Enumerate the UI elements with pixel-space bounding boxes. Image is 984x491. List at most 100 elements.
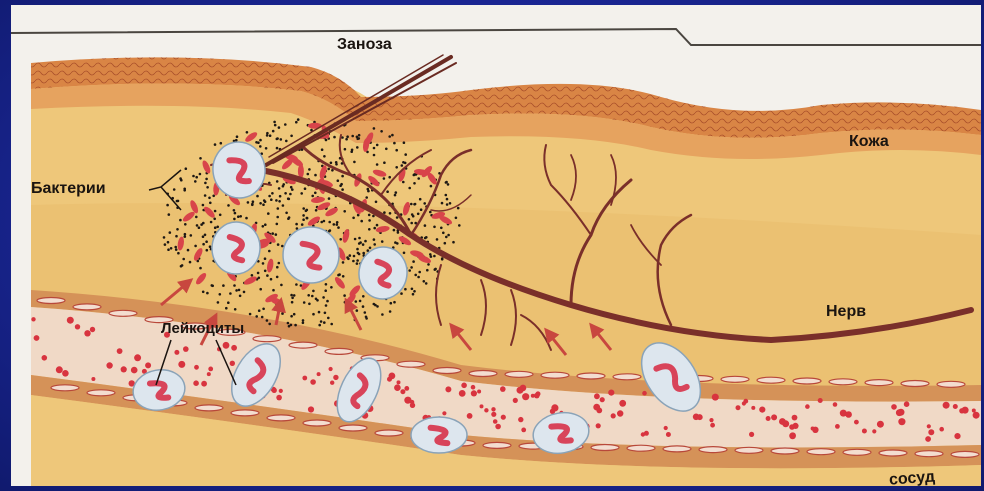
- red-blood-cell: [608, 390, 614, 396]
- bacterium-dot: [199, 173, 202, 176]
- bacterium-dot: [418, 271, 421, 274]
- red-blood-cell: [106, 362, 112, 368]
- red-blood-cell: [891, 404, 897, 410]
- red-blood-cell: [501, 415, 506, 420]
- red-blood-cell: [117, 348, 123, 354]
- red-blood-cell: [513, 398, 518, 403]
- bacterium-dot: [343, 210, 346, 213]
- bacterium-dot: [208, 197, 211, 200]
- bacterium-dot: [328, 221, 331, 224]
- bacterium-dot: [204, 182, 207, 185]
- bacterium-dot: [199, 157, 202, 160]
- bacterium-dot: [412, 215, 415, 218]
- vessel-wall-cell: [51, 385, 79, 391]
- bacterium-dot: [323, 321, 326, 324]
- bacterium-dot: [176, 200, 179, 203]
- bacterium-dot: [291, 301, 294, 304]
- red-blood-cell: [272, 388, 277, 393]
- red-blood-cell: [818, 398, 823, 403]
- red-blood-cell: [712, 394, 719, 401]
- bacterium-dot: [356, 309, 359, 312]
- red-blood-cell: [500, 386, 506, 392]
- bacterium-dot: [414, 274, 417, 277]
- bacterium-dot: [417, 213, 420, 216]
- vessel-wall-cell: [757, 377, 785, 383]
- bacterium-dot: [316, 299, 319, 302]
- bacterium-dot: [276, 276, 279, 279]
- bacterium-dot: [355, 300, 358, 303]
- bacterium-dot: [168, 213, 171, 216]
- bacterium-dot: [441, 202, 444, 205]
- bacterium-dot: [356, 259, 359, 262]
- bacterium-dot: [266, 132, 269, 135]
- bacterium-dot: [239, 295, 242, 298]
- bacterium-dot: [327, 317, 330, 320]
- bacterium-dot: [337, 226, 340, 229]
- red-blood-cell: [329, 367, 333, 371]
- bacterium-dot: [324, 289, 327, 292]
- bacterium-dot: [180, 265, 183, 268]
- red-blood-cell: [927, 424, 931, 428]
- bacterium-dot: [417, 177, 420, 180]
- bacterium-dot: [440, 227, 443, 230]
- bacterium-dot: [209, 202, 212, 205]
- bacterium-dot: [275, 233, 278, 236]
- red-blood-cell: [872, 429, 876, 433]
- red-blood-cell: [495, 424, 501, 430]
- vessel-wall-cell: [865, 380, 893, 386]
- bacterium-dot: [255, 141, 258, 144]
- bacterium-dot: [430, 255, 433, 258]
- vessel-wall-cell: [87, 390, 115, 396]
- bacterium-dot: [444, 242, 447, 245]
- bacterium-dot: [227, 204, 230, 207]
- bacterium-dot: [262, 308, 265, 311]
- red-blood-cell: [953, 404, 958, 409]
- red-blood-cell: [642, 391, 647, 396]
- red-blood-cell: [959, 408, 964, 413]
- red-blood-cell: [279, 389, 283, 393]
- bacterium-dot: [238, 289, 241, 292]
- red-blood-cell: [617, 410, 623, 416]
- bacterium-dot: [295, 223, 298, 226]
- red-blood-cell: [877, 421, 884, 428]
- bacterium-dot: [433, 226, 436, 229]
- bacterium-dot: [383, 177, 386, 180]
- bacterium-dot: [266, 274, 269, 277]
- red-blood-cell: [789, 432, 796, 439]
- bacterium-dot: [336, 223, 339, 226]
- bacterium-dot: [356, 248, 359, 251]
- vessel-wall-cell: [771, 448, 799, 454]
- bacterium-dot: [219, 214, 222, 217]
- bacterium-dot: [264, 270, 267, 273]
- red-blood-cell: [174, 350, 179, 355]
- bacterium-dot: [330, 162, 333, 165]
- red-blood-cell: [121, 366, 127, 372]
- bacterium-dot: [337, 179, 340, 182]
- bacterium-dot: [359, 300, 362, 303]
- bacterium-dot: [274, 124, 277, 127]
- vessel-wall-cell: [793, 378, 821, 384]
- bacterium-dot: [383, 161, 386, 164]
- red-blood-cell: [596, 423, 601, 428]
- vessel-wall-cell: [375, 430, 403, 436]
- bacterium-dot: [267, 212, 270, 215]
- red-blood-cell: [467, 413, 473, 419]
- red-blood-cell: [666, 432, 671, 437]
- red-blood-cell: [193, 380, 199, 386]
- red-blood-cell: [518, 417, 523, 422]
- bacterium-dot: [395, 191, 398, 194]
- bacterium-dot: [408, 269, 411, 272]
- bacterium-dot: [410, 203, 413, 206]
- bacterium-dot: [351, 135, 354, 138]
- bacterium-dot: [423, 202, 426, 205]
- red-blood-cell: [131, 367, 138, 374]
- bacterium-dot: [358, 253, 361, 256]
- bacterium-dot: [290, 315, 293, 318]
- bacterium-dot: [183, 189, 186, 192]
- red-blood-cell: [641, 432, 645, 436]
- red-blood-cell: [387, 377, 392, 382]
- red-blood-cell: [550, 409, 555, 414]
- bacterium-dot: [376, 305, 379, 308]
- bacterium-dot: [279, 195, 282, 198]
